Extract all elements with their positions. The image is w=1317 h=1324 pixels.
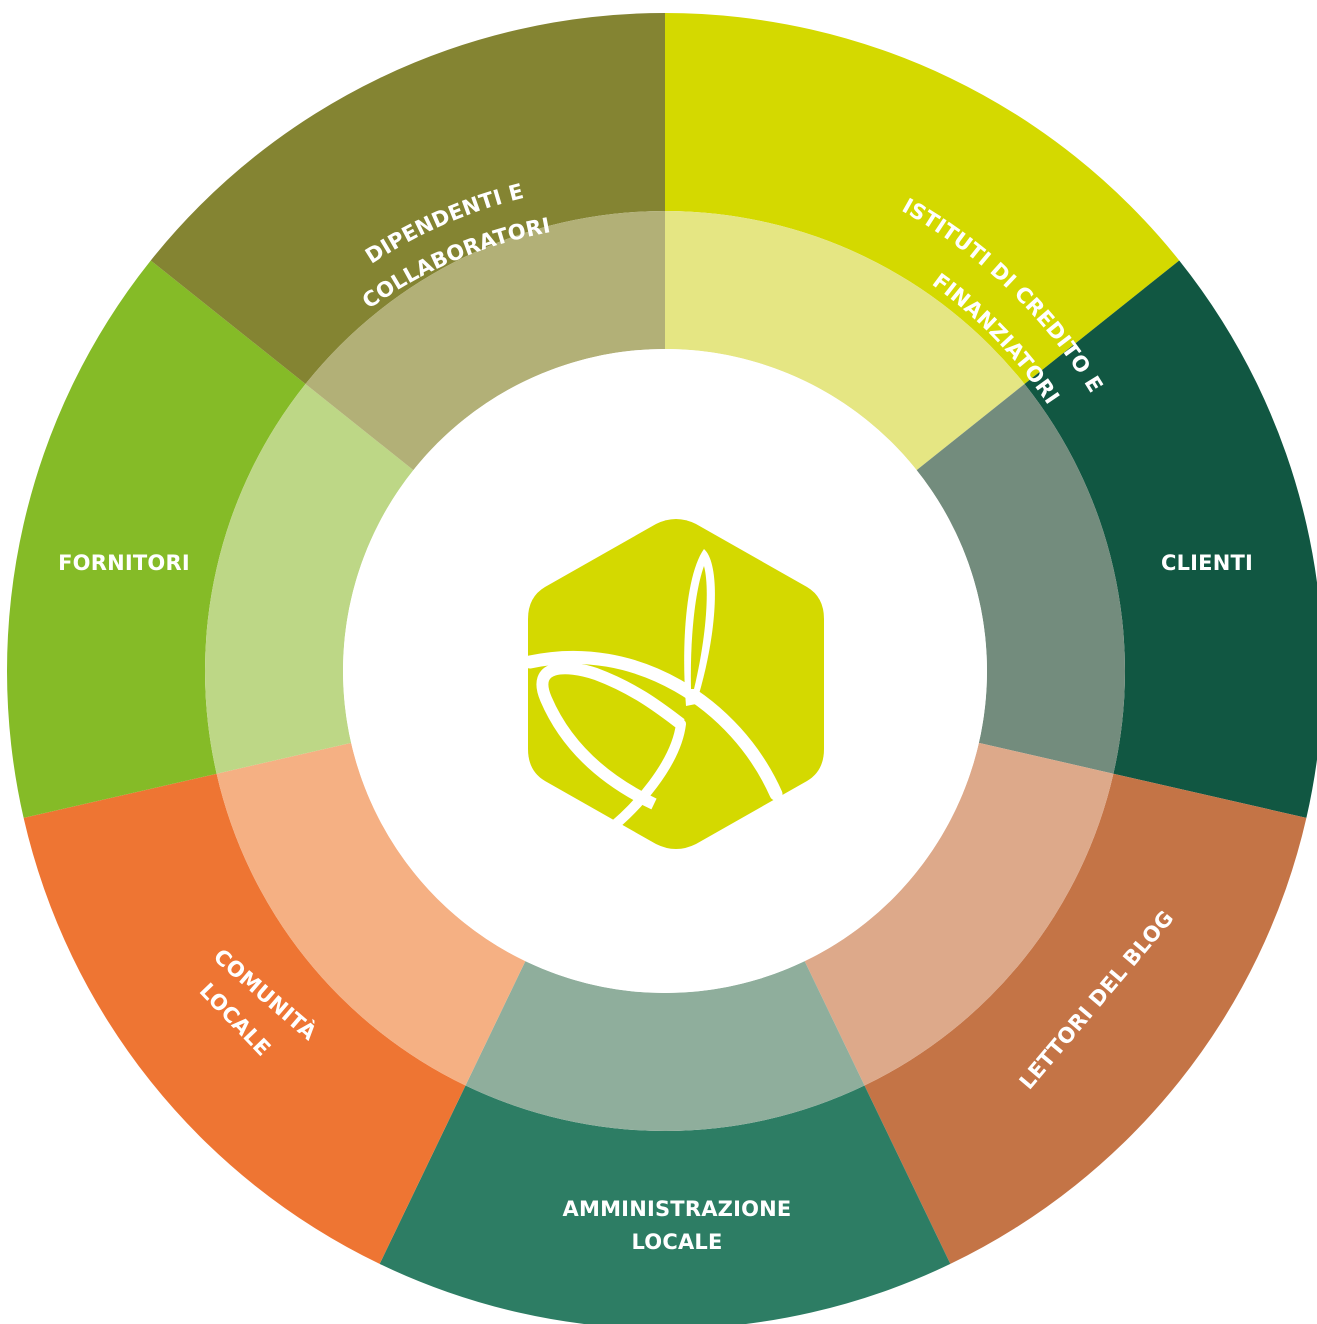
segment-amministrazione-outer (379, 1085, 951, 1324)
hexagon-leaf-logo-icon (523, 519, 824, 849)
segment-clienti-outer (1024, 260, 1317, 818)
segment-dipendenti-inner (305, 211, 665, 471)
segment-istituti-inner (665, 211, 1025, 471)
segment-clienti-inner (916, 384, 1126, 774)
segment-layer (7, 13, 1317, 1324)
segment-comunita-outer (23, 773, 466, 1264)
label-clienti: CLIENTI (1161, 551, 1253, 575)
segment-amministrazione-inner (465, 961, 865, 1131)
segment-fornitori-outer (7, 260, 306, 818)
segment-istituti-outer (665, 13, 1180, 385)
segment-lettori-outer (864, 773, 1307, 1264)
label-fornitori: FORNITORI (58, 551, 190, 575)
segment-fornitori-inner (205, 384, 414, 774)
segment-dipendenti-outer (150, 13, 666, 385)
label-amministrazione-line-1: AMMINISTRAZIONE (563, 1197, 792, 1221)
segment-lettori-inner (804, 742, 1114, 1086)
segment-comunita-inner (216, 742, 526, 1086)
label-amministrazione-line-2: LOCALE (631, 1230, 722, 1254)
